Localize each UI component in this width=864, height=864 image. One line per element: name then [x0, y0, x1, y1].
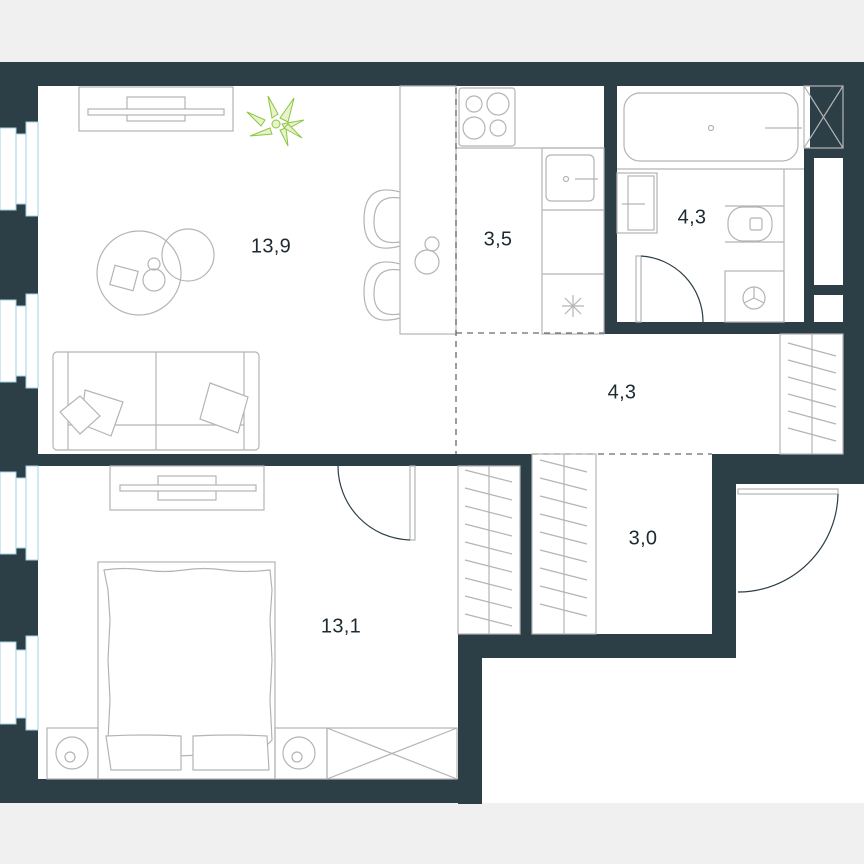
sink-icon	[545, 154, 598, 202]
bar-stools	[363, 189, 401, 321]
plant-icon	[246, 95, 305, 147]
room-area-bathroom: 4,3	[677, 206, 707, 229]
room-area-bedroom: 13,1	[320, 615, 362, 638]
nightstands	[46, 727, 328, 780]
fridge-icon	[562, 295, 584, 317]
bathroom-door	[635, 255, 704, 323]
room-area-living-room: 13,9	[250, 235, 292, 258]
coffee-table	[96, 228, 215, 316]
entrance-closet	[531, 453, 597, 635]
bedroom-door	[337, 465, 416, 541]
floors	[38, 86, 843, 779]
entrance-door	[737, 488, 839, 593]
shaft-box	[803, 85, 844, 149]
bedroom-cabinet	[326, 727, 458, 780]
room-area-kitchen: 3,5	[483, 228, 513, 251]
bed-icon	[97, 561, 276, 780]
sofa	[52, 351, 260, 451]
tv-unit-living	[78, 86, 234, 132]
hallway-wardrobe	[779, 333, 844, 455]
kitchen-zone-boundary	[455, 88, 712, 455]
bathtub-icon	[617, 92, 804, 170]
bedroom-closet	[457, 465, 521, 635]
stove-icon	[458, 87, 516, 147]
bathroom-sink-icon	[616, 172, 658, 234]
kitchen-counter	[456, 147, 605, 335]
windows	[0, 121, 39, 731]
room-area-hallway: 4,3	[607, 381, 637, 404]
washing-machine-icon	[724, 270, 785, 323]
tv-unit-bedroom	[109, 465, 265, 511]
room-area-entrance: 3,0	[628, 527, 658, 550]
